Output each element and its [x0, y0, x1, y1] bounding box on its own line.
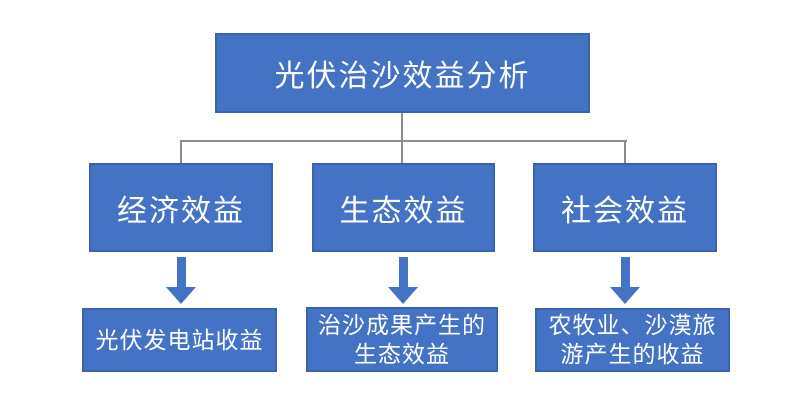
child-node-social: 农牧业、沙漠旅 游产生的收益: [535, 308, 730, 372]
root-node: 光伏治沙效益分析: [215, 33, 590, 113]
down-arrow-icon: [166, 257, 196, 304]
arrow-shaft: [620, 257, 630, 287]
connector-line-horizontal: [181, 140, 627, 142]
connector-line-stem: [401, 113, 403, 142]
child-node-ecological: 治沙成果产生的 生态效益: [306, 307, 498, 372]
child-node-label: 治沙成果产生的 生态效益: [318, 311, 486, 367]
branch-node-label: 社会效益: [561, 194, 689, 228]
child-node-economic: 光伏发电站收益: [82, 308, 277, 372]
down-arrow-icon: [610, 257, 640, 304]
branch-node-ecological: 生态效益: [312, 163, 495, 252]
root-node-label: 光伏治沙效益分析: [274, 60, 531, 93]
connector-line-drop-left: [180, 140, 182, 163]
arrow-shaft: [176, 257, 186, 287]
branch-node-label: 经济效益: [117, 194, 245, 228]
down-arrow-icon: [388, 257, 418, 304]
branch-node-social: 社会效益: [533, 163, 717, 252]
branch-node-economic: 经济效益: [89, 163, 273, 252]
connector-line-drop-middle: [401, 140, 403, 163]
arrow-head: [166, 287, 196, 304]
child-node-label: 光伏发电站收益: [95, 326, 264, 353]
arrow-shaft: [398, 257, 408, 287]
arrow-head: [610, 287, 640, 304]
branch-node-label: 生态效益: [339, 194, 468, 228]
child-node-label: 农牧业、沙漠旅 游产生的收益: [548, 312, 717, 367]
arrow-head: [388, 287, 418, 304]
connector-line-drop-right: [624, 140, 626, 163]
